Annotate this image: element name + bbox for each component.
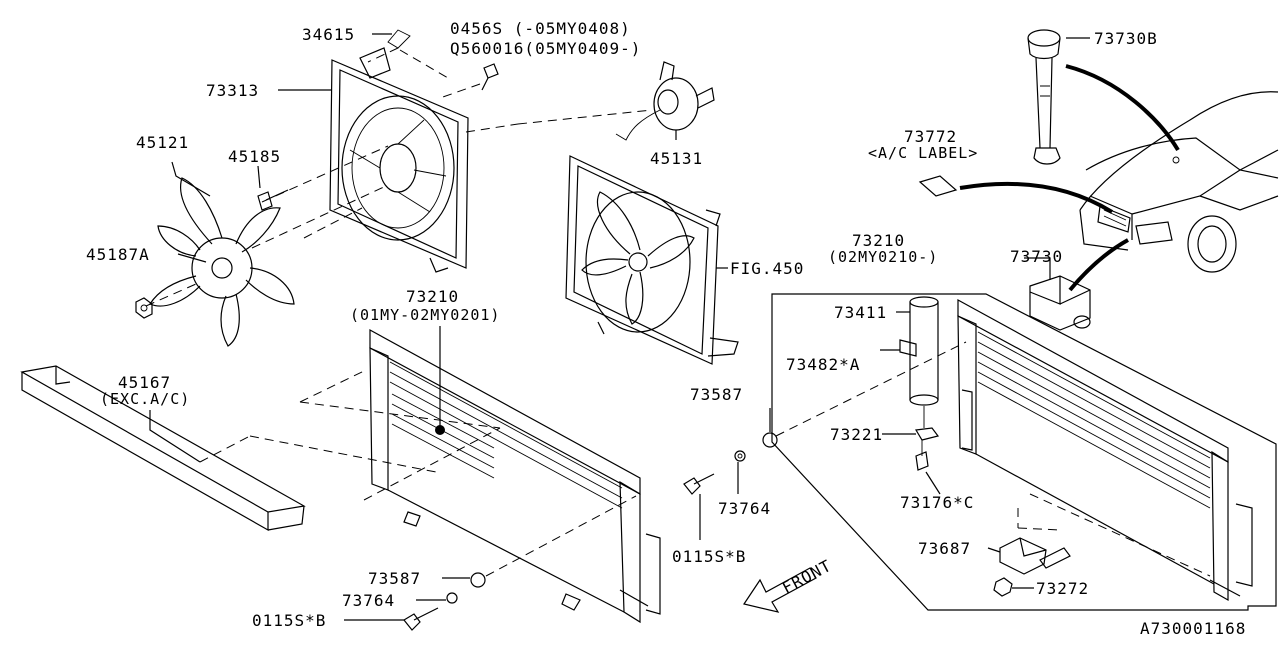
receiver-drier-73411-drawing bbox=[899, 296, 940, 471]
label-73210-left: 73210 bbox=[406, 287, 459, 306]
label-73313: 73313 bbox=[206, 81, 259, 100]
label-45185: 45185 bbox=[228, 147, 281, 166]
bracket-73687-drawing bbox=[993, 537, 1071, 597]
label-73210-right-note: (02MY0210-) bbox=[828, 248, 938, 266]
label-73482a: 73482*A bbox=[786, 355, 860, 374]
bolt-45185-drawing bbox=[257, 189, 289, 211]
front-beam-45167-drawing bbox=[20, 365, 437, 532]
label-73210-right: 73210 bbox=[852, 231, 905, 250]
label-73764-mid: 73764 bbox=[718, 499, 771, 518]
label-73772-note: <A/C LABEL> bbox=[868, 144, 978, 162]
label-q560016: Q560016(05MY0409-) bbox=[450, 39, 641, 58]
condenser-right-frame bbox=[771, 293, 1277, 611]
label-front: FRONT bbox=[779, 556, 835, 598]
ac-label-73772-drawing bbox=[918, 175, 958, 197]
label-45167-note: (EXC.A/C) bbox=[100, 390, 190, 408]
fan-motor-45131-drawing bbox=[465, 61, 715, 141]
screw-0456s-drawing bbox=[481, 63, 499, 91]
label-73221: 73221 bbox=[830, 425, 883, 444]
label-45131: 45131 bbox=[650, 149, 703, 168]
hardware-mid-drawing bbox=[403, 341, 967, 631]
label-0115s-low: 0115S*B bbox=[252, 611, 326, 630]
fan-shroud-73313-drawing bbox=[329, 29, 481, 273]
leader-lines bbox=[149, 33, 1090, 621]
label-73730: 73730 bbox=[1010, 247, 1063, 266]
condenser-left-drawing bbox=[299, 328, 661, 624]
label-45167: 45167 bbox=[118, 373, 171, 392]
vehicle-sketch bbox=[1079, 91, 1279, 273]
label-73272: 73272 bbox=[1036, 579, 1089, 598]
label-34615: 34615 bbox=[302, 25, 355, 44]
label-73411: 73411 bbox=[834, 303, 887, 322]
nut-45187a-drawing bbox=[135, 297, 153, 319]
label-73176c: 73176*C bbox=[900, 493, 974, 512]
label-0456s: 0456S (-05MY0408) bbox=[450, 19, 631, 38]
vehicle-leader-lines bbox=[959, 64, 1180, 292]
label-0115s-mid: 0115S*B bbox=[672, 547, 746, 566]
sensor-73730b-drawing bbox=[1027, 29, 1061, 165]
fan-shroud-fig450-drawing bbox=[565, 155, 739, 365]
label-45121: 45121 bbox=[136, 133, 189, 152]
label-73772: 73772 bbox=[904, 127, 957, 146]
switch-73730-drawing bbox=[1029, 275, 1091, 331]
label-45187a: 45187A bbox=[86, 245, 150, 264]
condenser-right-drawing bbox=[957, 298, 1253, 602]
callout-labels: 34615 0456S (-05MY0408) Q560016(05MY0409… bbox=[86, 19, 1246, 638]
label-73730b: 73730B bbox=[1094, 29, 1158, 48]
label-73587-mid: 73587 bbox=[690, 385, 743, 404]
label-73764-low: 73764 bbox=[342, 591, 395, 610]
label-73587-low: 73587 bbox=[368, 569, 421, 588]
label-fig450: FIG.450 bbox=[730, 259, 804, 278]
label-73687: 73687 bbox=[918, 539, 971, 558]
fan-45121-drawing bbox=[145, 145, 389, 347]
front-arrow bbox=[743, 567, 817, 613]
label-73210-left-note: (01MY-02MY0201) bbox=[350, 306, 500, 324]
diagram-id: A730001168 bbox=[1140, 619, 1246, 638]
